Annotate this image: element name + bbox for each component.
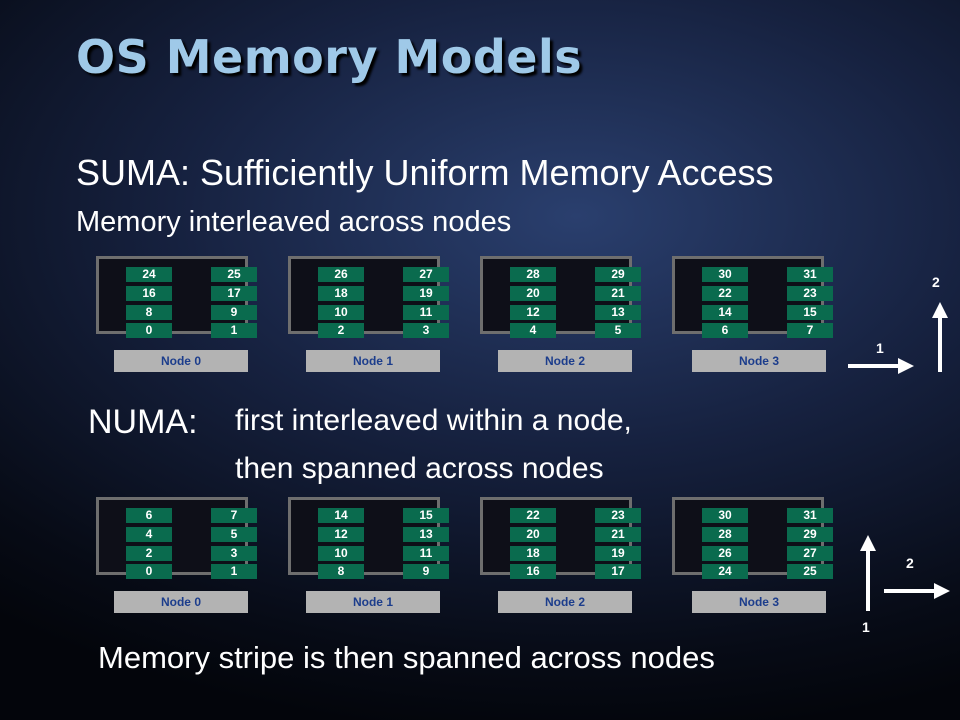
numa-memory-cell: 3 bbox=[211, 546, 257, 561]
suma-node-0-box: 24 25 16 17 8 9 0 1 bbox=[96, 256, 257, 338]
suma-memory-cell: 16 bbox=[126, 286, 172, 301]
numa-memory-cell: 28 bbox=[702, 527, 748, 542]
suma-memory-cell: 24 bbox=[126, 267, 172, 282]
suma-memory-cell: 26 bbox=[318, 267, 364, 282]
suma-memory-cell: 28 bbox=[510, 267, 556, 282]
numa-memory-cell: 8 bbox=[318, 564, 364, 579]
numa-memory-cell: 27 bbox=[787, 546, 833, 561]
numa-memory-cell: 20 bbox=[510, 527, 556, 542]
suma-node-3-box: 30 31 22 23 14 15 6 7 bbox=[672, 256, 833, 338]
numa-node-3-box: 30 31 28 29 26 27 24 25 bbox=[672, 497, 833, 579]
numa-memory-cell: 30 bbox=[702, 508, 748, 523]
suma-memory-cell: 21 bbox=[595, 286, 641, 301]
numa-memory-cell: 1 bbox=[211, 564, 257, 579]
suma-node-1-box: 26 27 18 19 10 11 2 3 bbox=[288, 256, 449, 338]
suma-memory-cell: 11 bbox=[403, 305, 449, 320]
slide-title: OS Memory Models bbox=[76, 30, 583, 84]
numa-memory-cell: 10 bbox=[318, 546, 364, 561]
footer-text: Memory stripe is then spanned across nod… bbox=[98, 640, 715, 675]
suma-memory-cell: 8 bbox=[126, 305, 172, 320]
suma-memory-cell: 23 bbox=[787, 286, 833, 301]
suma-memory-cell: 25 bbox=[211, 267, 257, 282]
numa-node-1-box: 14 15 12 13 10 11 8 9 bbox=[288, 497, 449, 579]
suma-memory-cell: 14 bbox=[702, 305, 748, 320]
numa-memory-cell: 12 bbox=[318, 527, 364, 542]
suma-memory-cell: 18 bbox=[318, 286, 364, 301]
numa-line-2: then spanned across nodes bbox=[235, 452, 604, 485]
numa-line-1: first interleaved within a node, bbox=[235, 404, 632, 437]
suma-memory-cell: 3 bbox=[403, 323, 449, 338]
suma-memory-cell: 29 bbox=[595, 267, 641, 282]
suma-subheading: Memory interleaved across nodes bbox=[76, 206, 512, 238]
suma-memory-cell: 20 bbox=[510, 286, 556, 301]
numa-memory-cell: 15 bbox=[403, 508, 449, 523]
suma-memory-cell: 7 bbox=[787, 323, 833, 338]
numa-memory-cell: 17 bbox=[595, 564, 641, 579]
numa-memory-cell: 7 bbox=[211, 508, 257, 523]
numa-memory-cell: 26 bbox=[702, 546, 748, 561]
suma-memory-cell: 5 bbox=[595, 323, 641, 338]
numa-memory-cell: 29 bbox=[787, 527, 833, 542]
suma-memory-cell: 27 bbox=[403, 267, 449, 282]
numa-heading: NUMA: bbox=[88, 403, 198, 441]
numa-memory-cell: 21 bbox=[595, 527, 641, 542]
suma-node-label: Node 2 bbox=[498, 350, 632, 372]
numa-node-0-box: 6 7 4 5 2 3 0 1 bbox=[96, 497, 257, 579]
numa-memory-cell: 18 bbox=[510, 546, 556, 561]
suma-arrow-horizontal-label: 1 bbox=[876, 340, 884, 356]
numa-memory-cell: 23 bbox=[595, 508, 641, 523]
suma-memory-cell: 12 bbox=[510, 305, 556, 320]
numa-memory-cell: 11 bbox=[403, 546, 449, 561]
suma-heading: SUMA: Sufficiently Uniform Memory Access bbox=[76, 152, 774, 193]
suma-memory-cell: 6 bbox=[702, 323, 748, 338]
suma-node-label: Node 3 bbox=[692, 350, 826, 372]
suma-memory-cell: 19 bbox=[403, 286, 449, 301]
suma-memory-cell: 22 bbox=[702, 286, 748, 301]
numa-vertical-arrow-icon bbox=[860, 535, 876, 611]
numa-node-2-box: 22 23 20 21 18 19 16 17 bbox=[480, 497, 641, 579]
suma-memory-cell: 31 bbox=[787, 267, 833, 282]
numa-memory-cell: 9 bbox=[403, 564, 449, 579]
numa-memory-cell: 16 bbox=[510, 564, 556, 579]
numa-memory-cell: 2 bbox=[126, 546, 172, 561]
numa-memory-cell: 5 bbox=[211, 527, 257, 542]
numa-arrow-vertical-label: 1 bbox=[862, 619, 870, 635]
suma-vertical-arrow-icon bbox=[932, 302, 948, 372]
numa-memory-cell: 13 bbox=[403, 527, 449, 542]
numa-memory-cell: 4 bbox=[126, 527, 172, 542]
numa-node-label: Node 3 bbox=[692, 591, 826, 613]
numa-memory-cell: 0 bbox=[126, 564, 172, 579]
numa-arrow-horizontal-label: 2 bbox=[906, 555, 914, 571]
suma-node-label: Node 0 bbox=[114, 350, 248, 372]
suma-memory-cell: 10 bbox=[318, 305, 364, 320]
numa-memory-cell: 24 bbox=[702, 564, 748, 579]
suma-memory-cell: 1 bbox=[211, 323, 257, 338]
numa-memory-cell: 6 bbox=[126, 508, 172, 523]
numa-node-label: Node 0 bbox=[114, 591, 248, 613]
numa-node-label: Node 1 bbox=[306, 591, 440, 613]
suma-arrow-vertical-label: 2 bbox=[932, 274, 940, 290]
suma-memory-cell: 17 bbox=[211, 286, 257, 301]
suma-memory-cell: 30 bbox=[702, 267, 748, 282]
numa-memory-cell: 22 bbox=[510, 508, 556, 523]
suma-node-2-box: 28 29 20 21 12 13 4 5 bbox=[480, 256, 641, 338]
numa-node-label: Node 2 bbox=[498, 591, 632, 613]
suma-memory-cell: 15 bbox=[787, 305, 833, 320]
numa-memory-cell: 25 bbox=[787, 564, 833, 579]
suma-memory-cell: 9 bbox=[211, 305, 257, 320]
suma-memory-cell: 4 bbox=[510, 323, 556, 338]
numa-memory-cell: 19 bbox=[595, 546, 641, 561]
suma-memory-cell: 0 bbox=[126, 323, 172, 338]
numa-horizontal-arrow-icon bbox=[884, 583, 950, 599]
suma-horizontal-arrow-icon bbox=[848, 358, 914, 374]
suma-memory-cell: 2 bbox=[318, 323, 364, 338]
suma-node-label: Node 1 bbox=[306, 350, 440, 372]
numa-memory-cell: 31 bbox=[787, 508, 833, 523]
numa-memory-cell: 14 bbox=[318, 508, 364, 523]
suma-memory-cell: 13 bbox=[595, 305, 641, 320]
